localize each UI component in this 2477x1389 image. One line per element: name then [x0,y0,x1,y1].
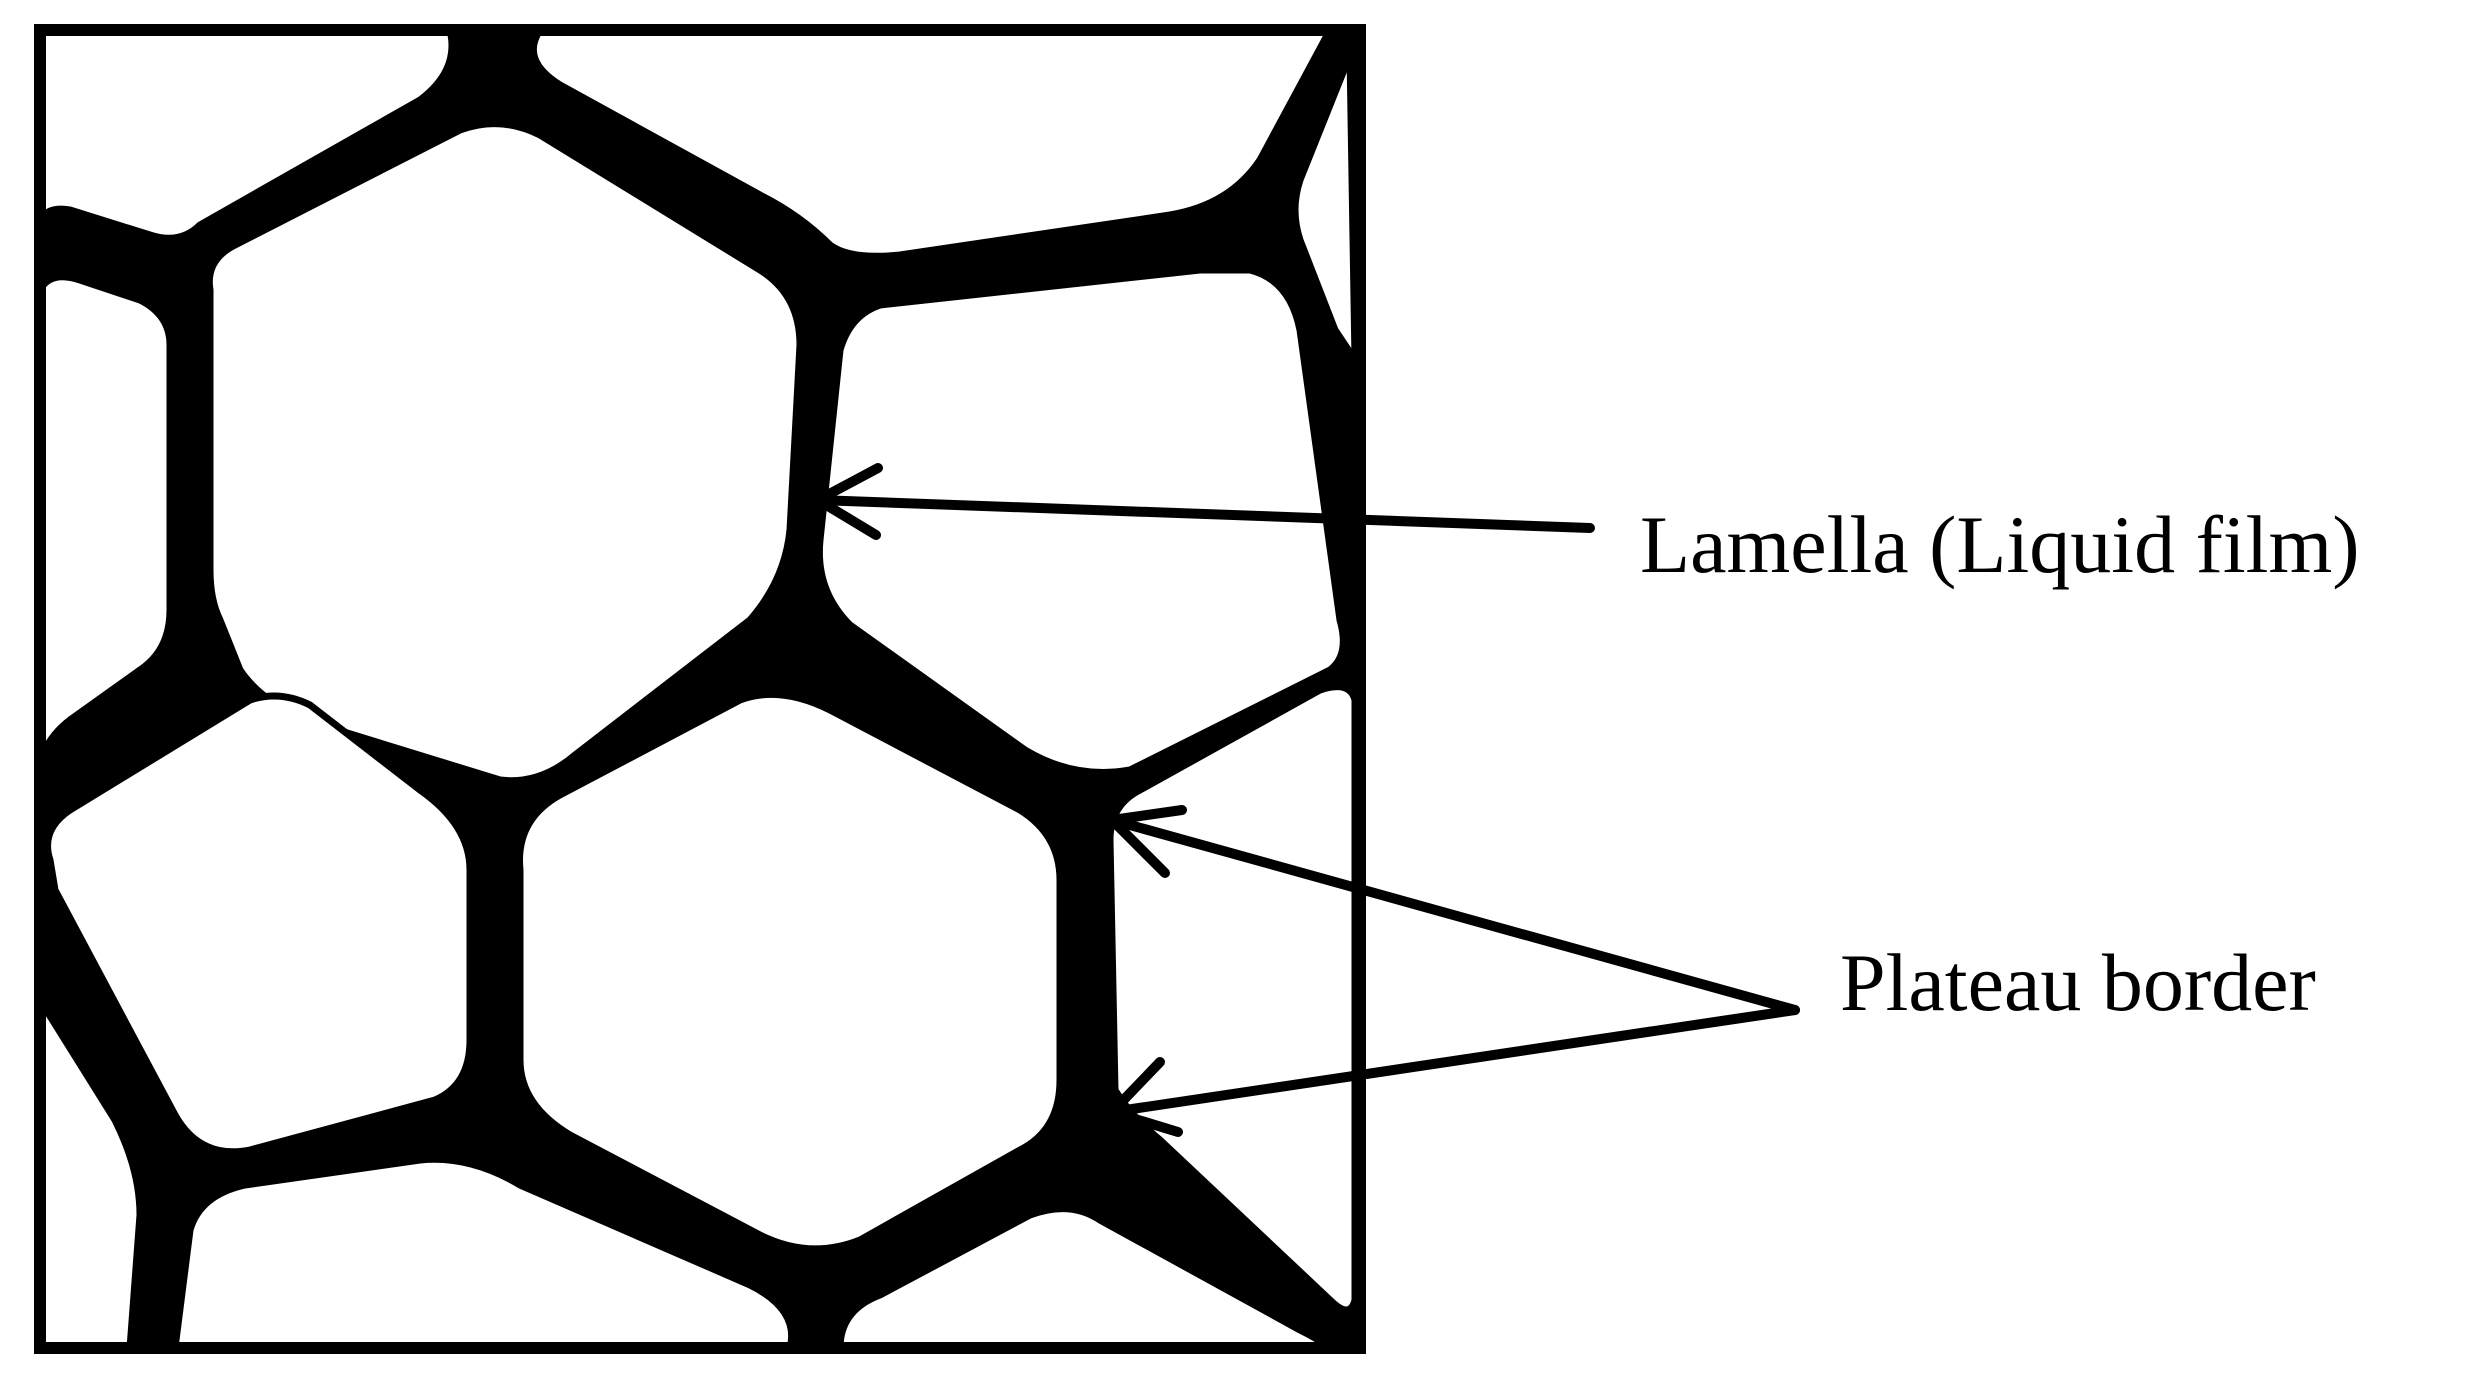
cell-left-middle [44,692,474,1156]
lamella-pointer-line [813,495,1595,533]
plateau-arrowhead-upper [1107,805,1187,878]
cell-large-middle [516,690,1064,1253]
cell-right-upper [815,266,1347,776]
cell-top-right-sliver [1291,51,1359,364]
cell-left-upper [40,273,174,764]
cell-top-left [40,30,456,242]
plateau-pointer-line-upper [1107,815,1800,1015]
plateau-pointer-line-lower [1107,1005,1800,1117]
lamella-arrowhead [813,463,883,540]
cell-far-left-lower [40,996,144,1348]
plateau-arrowhead-lower [1107,1057,1183,1137]
cell-bottom-right [836,1205,1334,1348]
cell-bottom-left [171,1155,796,1348]
lamella-label: Lamella (Liquid film) [1640,499,2360,590]
cell-large-upper [205,120,804,785]
plateau-border-label: Plateau border [1840,937,2316,1028]
foam-cells [40,30,1359,1348]
diagram-frame [34,24,1366,1354]
cell-top-middle [529,30,1334,260]
